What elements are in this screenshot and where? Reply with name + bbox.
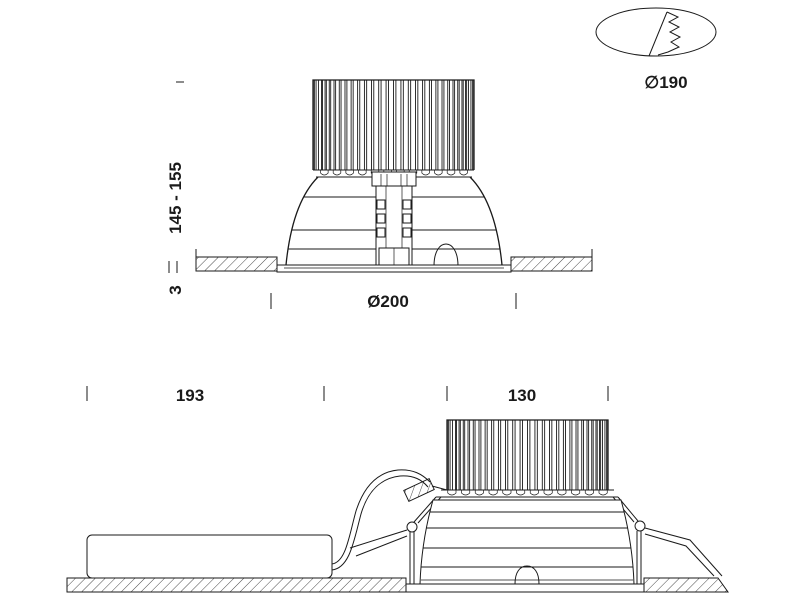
ceiling-left	[66, 577, 407, 593]
mounting-bracket	[406, 496, 646, 584]
housing-left-edge	[285, 176, 319, 266]
heat-sink-outline	[446, 419, 609, 490]
fin-foot	[446, 170, 456, 176]
fin-foot	[598, 490, 608, 496]
reflector-dome	[514, 565, 540, 585]
driver-length-label: 193	[176, 386, 204, 405]
housing-right-edge	[469, 176, 503, 266]
cutout-ellipse	[595, 7, 717, 57]
connector-lead	[431, 485, 448, 491]
fixture-width-label: 130	[508, 386, 536, 405]
fin-foot	[474, 490, 484, 496]
side-view: 193 130	[66, 386, 729, 593]
fin-foot	[421, 170, 430, 176]
trim-flange	[276, 264, 512, 273]
led-driver-box	[86, 534, 333, 579]
heat-sink-fins	[312, 80, 475, 170]
spring-arm-left	[355, 535, 408, 557]
fin-foot	[332, 170, 342, 176]
spring-arm-right	[644, 533, 715, 577]
heat-sink-outline	[312, 79, 475, 170]
fin-foot	[461, 490, 471, 496]
fin-foot	[543, 490, 553, 496]
reflector-dome	[433, 243, 459, 267]
reflector-body-outline	[419, 499, 635, 585]
spring-clips	[349, 527, 723, 577]
ceiling-left	[195, 256, 278, 272]
side-view-dimensions: 193 130	[86, 386, 609, 405]
supply-cable	[331, 469, 431, 571]
fin-foot	[459, 170, 468, 176]
ceiling-right	[643, 577, 729, 593]
cable-strand	[331, 469, 431, 565]
heat-sink	[312, 79, 475, 176]
fin-foot	[488, 490, 498, 496]
ceiling-right	[510, 256, 593, 272]
heat-sink-fin-feet	[447, 490, 608, 496]
front-view-dimensions: 145 - 155 3 Ø200	[166, 81, 517, 311]
spring-arm-left	[349, 529, 408, 549]
fin-foot	[584, 490, 594, 496]
terminal-clamp	[376, 227, 386, 238]
terminal-block	[371, 171, 417, 267]
height-dimension-label: 145 - 155	[166, 162, 185, 234]
fin-foot	[529, 490, 539, 496]
fin-foot	[571, 490, 581, 496]
trim-flange	[405, 583, 645, 593]
heat-sink-fins	[446, 420, 609, 490]
fin-foot	[358, 170, 367, 176]
cut-line	[648, 11, 668, 57]
cutout-detail: ∅190	[595, 7, 717, 92]
spring-arm-right	[644, 527, 723, 577]
cutout-diameter-label: ∅190	[644, 73, 687, 92]
cable-connector	[403, 477, 435, 503]
terminal-clamp	[376, 213, 386, 224]
terminal-clamp	[376, 199, 386, 210]
diameter-dimension-label: Ø200	[367, 292, 409, 311]
front-view: 145 - 155 3 Ø200	[166, 79, 593, 311]
fin-foot	[447, 490, 457, 496]
fin-foot	[557, 490, 567, 496]
fin-foot	[434, 170, 443, 176]
terminal-clamp	[402, 227, 412, 238]
fin-foot	[320, 170, 329, 176]
terminal-housing-top	[371, 171, 417, 187]
terminal-clamp	[402, 213, 412, 224]
fin-foot	[516, 490, 526, 496]
fin-foot	[502, 490, 512, 496]
bracket-pivot-right	[634, 520, 646, 532]
flange-thickness-label: 3	[166, 285, 185, 294]
bracket-pivot-left	[406, 521, 418, 533]
saw-cut-zigzag	[657, 11, 682, 56]
reflector-body	[419, 499, 635, 585]
terminal-clamp	[402, 199, 412, 210]
fin-foot	[345, 170, 354, 176]
heat-sink	[436, 419, 618, 498]
cable-strand	[331, 475, 429, 571]
